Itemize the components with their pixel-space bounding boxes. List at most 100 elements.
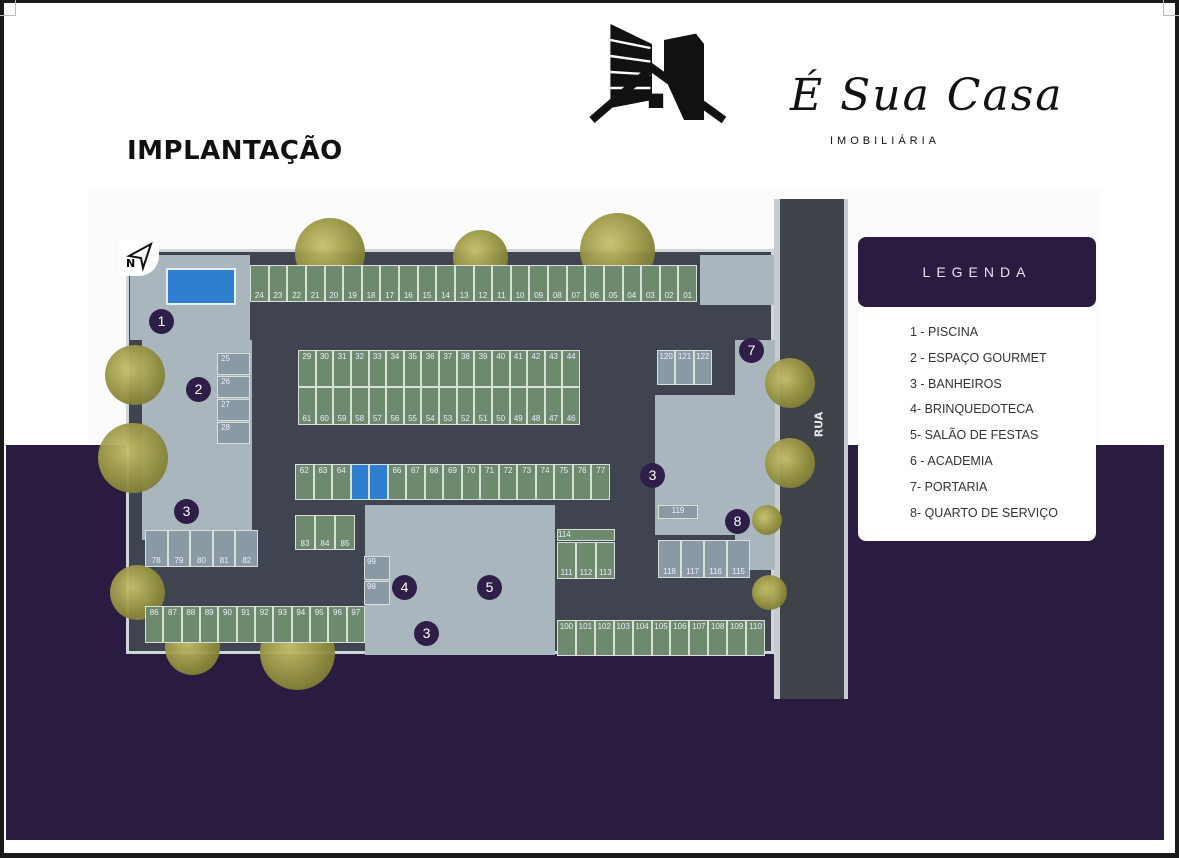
- parking-spot: 19: [343, 265, 362, 302]
- parking-spot: 85: [335, 515, 355, 550]
- parking-spot: 17: [380, 265, 399, 302]
- parking-spot: 39: [474, 350, 492, 387]
- parking-spot: 118: [658, 540, 681, 578]
- parking-spot: 95: [310, 606, 329, 643]
- legend-item: 5- SALÃO DE FESTAS: [910, 428, 1039, 443]
- amenity-marker-8: 8: [725, 509, 750, 534]
- accessible-parking-spot: [369, 464, 388, 500]
- parking-spot: 43: [544, 350, 563, 387]
- parking-spot: 48: [527, 387, 545, 425]
- parking-spot: 56: [386, 387, 404, 425]
- parking-spot: 22: [287, 265, 306, 302]
- parking-spot: 31: [333, 350, 351, 387]
- parking-spot: 122: [693, 350, 712, 385]
- parking-spot: 81: [212, 530, 236, 567]
- parking-spot: 100: [557, 620, 576, 656]
- parking-spot: 33: [368, 350, 387, 387]
- parking-spot: 64: [332, 464, 351, 500]
- parking-spot: 101: [575, 620, 595, 656]
- amenity-marker-3: 3: [174, 499, 199, 524]
- parking-spot: 12: [473, 265, 493, 302]
- parking-spot: 71: [480, 464, 499, 500]
- parking-spot: 96: [328, 606, 347, 643]
- parking-spot: 47: [544, 387, 563, 425]
- parking-spot: 84: [315, 515, 335, 550]
- parking-spot: 109: [727, 620, 747, 656]
- parking-spot: 51: [474, 387, 492, 425]
- legend-item: 8- QUARTO DE SERVIÇO: [910, 505, 1058, 520]
- parking-spot: 93: [273, 606, 292, 643]
- watermark-logo: [540, 20, 780, 188]
- parking-spot: 98: [364, 581, 390, 605]
- parking-spot: 34: [386, 350, 404, 387]
- parking-spot: 53: [439, 387, 457, 425]
- parking-spot: 63: [313, 464, 333, 500]
- parking-spot: 75: [554, 464, 573, 500]
- crop-mark: [0, 0, 16, 16]
- parking-spot: 79: [167, 530, 191, 567]
- parking-spot: 86: [145, 606, 164, 643]
- legend-item: 2 - ESPAÇO GOURMET: [910, 350, 1047, 365]
- parking-spot: 37: [439, 350, 457, 387]
- parking-spot: 05: [603, 265, 623, 302]
- parking-spot: 06: [585, 265, 604, 302]
- amenity-marker-3: 3: [414, 621, 439, 646]
- parking-spot: 73: [517, 464, 536, 500]
- parking-spot: 14: [436, 265, 455, 302]
- parking-spot: 23: [268, 265, 288, 302]
- parking-spot: 21: [305, 265, 325, 302]
- parking-spot: 78: [145, 530, 168, 567]
- parking-spot: 49: [509, 387, 528, 425]
- parking-spot: 09: [529, 265, 548, 302]
- parking-spot: 120: [657, 350, 676, 385]
- parking-spot: 92: [255, 606, 274, 643]
- legend-list: 1 - PISCINA 2 - ESPAÇO GOURMET 3 - BANHE…: [858, 307, 1096, 531]
- parking-spot: 29: [298, 350, 316, 387]
- parking-spot: 80: [190, 530, 213, 567]
- parking-spot: 15: [417, 265, 437, 302]
- legend-header: LEGENDA: [858, 237, 1096, 307]
- tree: [752, 575, 787, 610]
- amenity-area: [700, 255, 774, 305]
- parking-spot: 91: [236, 606, 255, 643]
- legend-item: 3 - BANHEIROS: [910, 376, 1002, 391]
- parking-spot: 117: [681, 540, 704, 578]
- parking-spot: 70: [461, 464, 481, 500]
- parking-spot: 07: [566, 265, 586, 302]
- parking-spot: 57: [368, 387, 387, 425]
- parking-spot: 116: [704, 540, 727, 578]
- amenity-marker-7: 7: [739, 338, 764, 363]
- parking-spot: 40: [491, 350, 510, 387]
- parking-spot: 26: [217, 376, 250, 398]
- accessible-parking-spot: [350, 464, 370, 500]
- parking-spot: 55: [403, 387, 422, 425]
- parking-spot: 61: [298, 387, 316, 425]
- parking-spot: 68: [424, 464, 444, 500]
- parking-spot: 82: [235, 530, 258, 567]
- parking-spot: 01: [678, 265, 697, 302]
- parking-spot: 97: [346, 606, 365, 643]
- legend-item: 6 - ACADEMIA: [910, 453, 993, 468]
- parking-spot: 18: [361, 265, 381, 302]
- parking-spot: 42: [527, 350, 545, 387]
- parking-spot: 13: [454, 265, 474, 302]
- parking-spot: 54: [421, 387, 439, 425]
- parking-spot: 113: [595, 542, 615, 579]
- parking-spot: 28: [217, 422, 250, 444]
- parking-spot: 106: [670, 620, 690, 656]
- parking-spot: 108: [708, 620, 728, 656]
- parking-spot: 89: [200, 606, 219, 643]
- parking-spot: 102: [594, 620, 614, 656]
- north-arrow-icon: N: [119, 240, 159, 276]
- parking-spot: 62: [295, 464, 314, 500]
- parking-spot: 03: [641, 265, 660, 302]
- amenity-marker-5: 5: [477, 575, 502, 600]
- pool: [166, 268, 236, 305]
- legend-item: 4- BRINQUEDOTECA: [910, 402, 1034, 417]
- parking-spot: 90: [218, 606, 237, 643]
- parking-spot: 32: [350, 350, 369, 387]
- parking-spot: 99: [364, 556, 390, 580]
- parking-spot: 121: [675, 350, 694, 385]
- amenity-marker-2: 2: [186, 377, 211, 402]
- parking-spot: 111: [557, 542, 577, 579]
